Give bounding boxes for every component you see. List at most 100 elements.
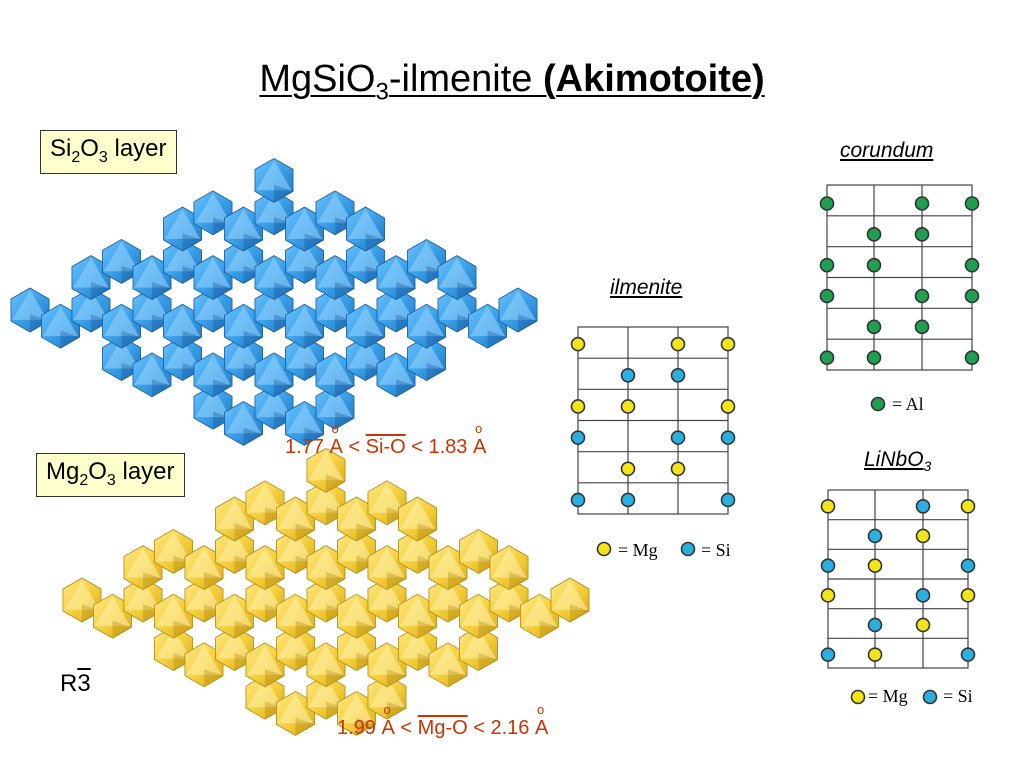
mg-octahedron — [184, 545, 224, 591]
mg-octahedron — [276, 690, 315, 736]
mg-octahedron — [306, 545, 346, 591]
atom-si — [867, 617, 883, 633]
legend-dot-si — [680, 541, 696, 557]
si-octahedron — [102, 303, 141, 349]
atom-al — [914, 227, 930, 242]
si-octahedron — [254, 384, 294, 430]
atom-mg — [570, 336, 586, 352]
si-octahedron — [224, 206, 263, 252]
atom-mg — [720, 399, 736, 414]
si-octahedron — [285, 336, 324, 382]
si-octahedron — [376, 255, 416, 301]
mg-octahedron — [367, 577, 407, 623]
mg-octahedron — [276, 626, 315, 672]
atom-si — [820, 558, 836, 573]
si-octahedron — [437, 255, 477, 301]
mg-octahedron — [306, 447, 346, 493]
mg-octahedron — [154, 528, 193, 574]
mg-octahedron — [398, 593, 437, 639]
mg-octahedron — [520, 593, 559, 639]
mg-octahedron — [398, 496, 437, 542]
si-octahedron — [163, 206, 202, 252]
corundum-structure-grid — [819, 184, 980, 371]
mg-octahedron — [459, 626, 498, 672]
mg-octahedron — [123, 545, 163, 591]
space-group-label: R3 — [60, 670, 91, 697]
legend-dot-mg — [596, 541, 612, 557]
corundum-label: corundum — [840, 139, 934, 162]
atom-mg — [670, 336, 686, 352]
mg-octahedron — [367, 642, 407, 688]
si-octahedron — [163, 303, 202, 349]
legend-dot-si — [922, 689, 938, 705]
atom-si — [960, 647, 976, 662]
si-octahedron — [376, 352, 416, 398]
si-octahedron — [71, 255, 111, 301]
atom-si — [820, 647, 836, 662]
mg-octahedron — [428, 642, 468, 688]
si-octahedron — [163, 336, 202, 382]
mg-octahedron — [459, 593, 498, 639]
si-octahedron — [224, 238, 263, 284]
mg-octahedron — [154, 593, 193, 639]
atom-al — [964, 350, 980, 365]
mg-octahedron — [337, 626, 376, 672]
si-octahedron — [193, 384, 233, 430]
atom-mg — [820, 499, 836, 514]
mg-octahedron — [489, 577, 529, 623]
si2o3-layer-polyhedra — [10, 157, 538, 446]
mg-octahedron — [245, 577, 285, 623]
atom-al — [964, 257, 980, 273]
atom-si — [915, 499, 931, 514]
atom-mg — [960, 499, 976, 514]
si-octahedron — [254, 157, 294, 203]
si-octahedron — [163, 238, 202, 284]
si-octahedron — [468, 303, 507, 349]
mg-octahedron — [245, 545, 285, 591]
si-octahedron — [224, 400, 263, 446]
mg-octahedron — [245, 642, 285, 688]
mg-octahedron — [459, 528, 498, 574]
si-octahedron — [315, 384, 355, 430]
ilmenite-legend-si: = Si — [701, 540, 731, 560]
si2o3-layer-label: Si2O3 layer — [40, 130, 177, 174]
mg-octahedron — [337, 496, 376, 542]
mg-octahedron — [62, 577, 102, 623]
si-octahedron — [407, 238, 446, 284]
atom-si — [620, 368, 636, 383]
si-octahedron — [41, 303, 80, 349]
mg-octahedron — [367, 480, 407, 526]
si-octahedron — [102, 336, 141, 382]
mg-octahedron — [550, 577, 590, 623]
ilmenite-label: ilmenite — [610, 276, 683, 299]
si-octahedron — [346, 336, 385, 382]
mg-octahedron — [184, 577, 224, 623]
mg-o-bond-range: 1.99 A < Mg-O < 2.16 A — [337, 702, 548, 740]
atom-al — [964, 196, 980, 211]
si-octahedron — [285, 206, 324, 252]
atom-al — [866, 227, 882, 242]
si-octahedron — [254, 287, 294, 333]
atom-al — [964, 288, 980, 304]
atom-mg — [915, 528, 931, 544]
si-octahedron — [285, 400, 324, 446]
mg-octahedron — [215, 528, 254, 574]
si-octahedron — [71, 287, 111, 333]
mg-octahedron — [184, 642, 224, 688]
mg-octahedron — [276, 528, 315, 574]
atom-al — [866, 257, 882, 273]
si-octahedron — [407, 336, 446, 382]
mg-octahedron — [428, 577, 468, 623]
si-octahedron — [254, 255, 294, 301]
atom-mg — [620, 461, 636, 477]
mg-octahedron — [306, 480, 346, 526]
si-octahedron — [193, 190, 233, 236]
corundum-legend-al: = Al — [892, 394, 924, 414]
atom-si — [570, 492, 586, 508]
si-octahedron — [376, 287, 416, 333]
ilmenite-structure-grid — [570, 326, 736, 515]
atom-al — [866, 319, 882, 335]
mg-octahedron — [215, 626, 254, 672]
si-octahedron — [193, 287, 233, 333]
